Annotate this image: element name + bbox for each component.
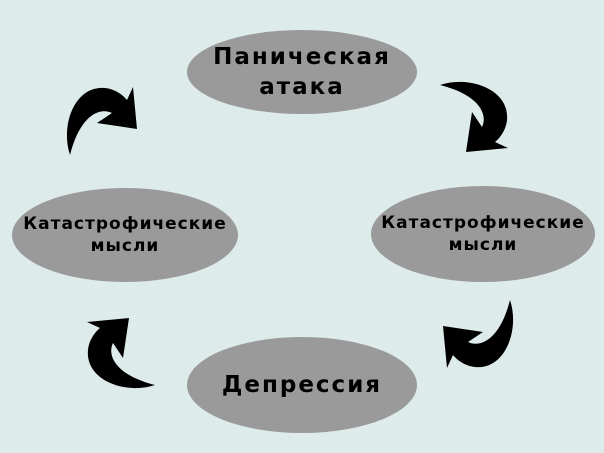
node-depression: Депрессия bbox=[187, 337, 417, 433]
arrow-top-left-icon bbox=[66, 87, 137, 155]
node-catastrophic-thoughts-left: Катастрофические мысли bbox=[12, 188, 238, 282]
arrow-bottom-left-icon bbox=[87, 318, 155, 389]
node-catastrophic-thoughts-right: Катастрофические мысли bbox=[371, 186, 595, 282]
arrow-bottom-right-icon bbox=[443, 300, 514, 368]
node-panic-attack: Паническая атака bbox=[187, 30, 417, 114]
arrow-top-right-icon bbox=[440, 81, 508, 152]
